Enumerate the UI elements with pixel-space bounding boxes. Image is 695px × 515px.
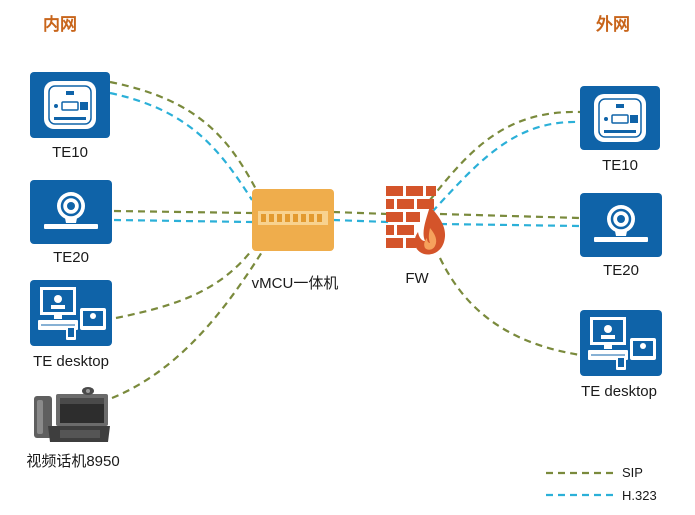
firewall-label: FW [405,270,429,287]
te10-terminal-icon [44,81,96,129]
outer-desktop-device[interactable] [580,310,662,376]
sip-link-outer-te10 [429,110,581,201]
inner-video-phone-label: 视频话机8950 [26,453,120,470]
inner-te20-device[interactable] [30,180,112,244]
inner-video-phone-device[interactable] [30,386,114,444]
inner-te10-label: TE10 [52,144,88,161]
sip-link-inner-te20 [113,209,253,215]
inner-network-title: 内网 [43,15,77,35]
te10-terminal-icon [594,94,646,142]
h323-link-inner-te20 [113,218,253,224]
outer-te10-device[interactable] [580,86,660,150]
sip-link-inner-phone [111,251,263,400]
outer-network-title: 外网 [596,15,630,35]
h323-link-inner-te10 [109,91,253,201]
firewall-device[interactable] [384,184,450,262]
te20-camera-icon [594,205,648,242]
legend-h323-label: H.323 [622,488,657,503]
outer-te20-label: TE20 [603,262,639,279]
inner-te10-device[interactable] [30,72,110,138]
sip-link-outer-te20 [439,212,581,220]
outer-te20-device[interactable] [580,193,662,257]
video-phone-icon [34,387,110,442]
inner-desktop-label: TE desktop [33,353,109,370]
sip-link-mcu-fw [332,210,389,216]
inner-te20-label: TE20 [53,249,89,266]
outer-te10-label: TE10 [602,157,638,174]
outer-desktop-label: TE desktop [581,383,657,400]
vmcu-label: vMCU一体机 [251,275,339,292]
h323-link-mcu-fw [332,218,389,224]
te20-camera-icon [44,192,98,229]
legend-lines [546,471,614,497]
sip-link-inner-desktop [115,249,253,320]
h323-link-outer-te10 [431,120,581,213]
firewall-icon [386,186,446,255]
sip-link-outer-desktop [439,257,581,357]
desktop-client-icon [38,287,106,340]
mcu-appliance-icon [252,189,334,251]
legend-sip-label: SIP [622,465,643,480]
vmcu-appliance[interactable] [252,189,334,251]
inner-desktop-device[interactable] [30,280,112,346]
h323-link-outer-te20 [439,222,581,228]
sip-link-inner-te10 [109,80,259,194]
desktop-client-icon [588,317,656,370]
